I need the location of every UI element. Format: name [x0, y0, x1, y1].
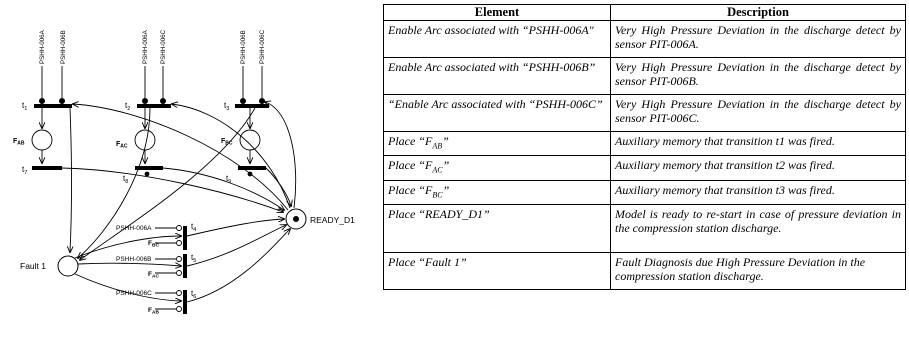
place-fbc [239, 129, 261, 151]
table-row: Place “FBC” Auxiliary memory that transi… [383, 179, 906, 206]
svg-text:t9: t9 [226, 174, 231, 185]
element-cell: Enable Arc associated with “PSHH-006A" [383, 20, 611, 58]
description-cell: Very High Pressure Deviation in the disc… [610, 94, 906, 132]
place-fab [31, 129, 53, 151]
inhibitor-labels: PSHH-006A FBC PSHH-006B FAC PSHH-006C FA… [116, 225, 159, 316]
input-label: PSHH-006C [160, 29, 167, 64]
element-cell: Enable Arc associated with “PSHH-006B” [383, 57, 611, 95]
svg-text:t4: t4 [191, 222, 196, 233]
element-cell: Place “FAC” [383, 155, 611, 181]
transition-labels-top: t1 t2 t3 [22, 101, 229, 112]
description-cell: Auxiliary memory that transition t3 was … [610, 179, 906, 206]
element-cell: “Enable Arc associated with “PSHH-006C” [383, 94, 611, 132]
element-cell: Place “Fault 1” [383, 252, 611, 291]
table-header-row: Element Description [383, 4, 906, 21]
table-row: Enable Arc associated with “PSHH-006A" V… [383, 20, 906, 58]
description-cell: Auxiliary memory that transition t1 was … [610, 130, 906, 157]
place-fac [134, 129, 156, 151]
table-row: Place “FAB” Auxiliary memory that transi… [383, 130, 906, 157]
input-label: PSHH-006B [240, 30, 247, 64]
input-label: PSHH-006B [60, 30, 67, 64]
input-labels: PSHH-006A PSHH-006B PSHH-006A PSHH-006C … [39, 29, 266, 64]
fault-arcs [70, 107, 256, 260]
inhibitor-arcs [155, 227, 176, 310]
table-row: Place “Fault 1” Fault Diagnosis due High… [383, 252, 906, 291]
fault-label: Fault 1 [20, 261, 46, 271]
transition-t7 [32, 166, 62, 170]
svg-text:t7: t7 [22, 165, 27, 176]
svg-text:FBC: FBC [221, 138, 233, 147]
input-arc-dots [39, 98, 265, 104]
transition-t6 [183, 290, 187, 314]
svg-text:t2: t2 [125, 101, 130, 112]
svg-text:t5: t5 [191, 253, 196, 264]
element-cell: Place “FAB” [383, 130, 611, 157]
input-label: PSHH-006C [259, 29, 266, 64]
element-cell: Place “FBC” [383, 179, 611, 206]
transition-t2 [137, 104, 171, 108]
svg-text:FAB: FAB [148, 307, 159, 316]
ready-return-arcs [61, 102, 297, 212]
description-cell: Fault Diagnosis due High Pressure Deviat… [610, 252, 906, 291]
input-arcs [41, 66, 263, 98]
input-label: PSHH-006A [39, 29, 46, 64]
svg-text:PSHH-006A: PSHH-006A [116, 225, 152, 232]
petri-net-diagram: PSHH-006A PSHH-006B PSHH-006A PSHH-006C … [13, 29, 355, 316]
element-cell: Place “READY_D1” [383, 204, 611, 254]
transition-t4 [183, 226, 187, 250]
ready-label: READY_D1 [310, 215, 355, 225]
svg-text:t1: t1 [22, 101, 27, 112]
inhibitor-circles [176, 225, 182, 312]
aux-place-labels: FAB FAC FBC [13, 138, 233, 150]
transition-labels-lower: t7 t8 t9 [22, 165, 231, 185]
table-row: Place “READY_D1” Model is ready to re-st… [383, 204, 906, 254]
description-cell: Model is ready to re-start in case of pr… [610, 204, 906, 254]
element-description-table: Element Description Enable Arc associate… [383, 4, 906, 291]
column-header-description: Description [610, 4, 906, 21]
svg-text:PSHH-006C: PSHH-006C [116, 290, 152, 297]
svg-text:FBC: FBC [148, 240, 159, 249]
input-label: PSHH-006A [142, 29, 149, 64]
svg-text:FAB: FAB [13, 138, 25, 147]
description-cell: Very High Pressure Deviation in the disc… [610, 57, 906, 95]
description-cell: Auxiliary memory that transition t2 was … [610, 155, 906, 181]
transition-t1 [34, 104, 72, 108]
svg-text:t8: t8 [123, 174, 128, 185]
description-cell: Very High Pressure Deviation in the disc… [610, 20, 906, 58]
svg-text:t6: t6 [191, 289, 196, 300]
transition-t3 [235, 104, 269, 108]
transition-t8 [135, 166, 163, 170]
ready-token [293, 216, 299, 222]
table-row: Place “FAC” Auxiliary memory that transi… [383, 155, 906, 181]
place-fault [57, 255, 79, 277]
transition-t5 [183, 254, 187, 278]
aux-arcs [42, 108, 250, 163]
right-to-ready-arcs [186, 219, 290, 303]
transition-labels-right: t4 t5 t6 [191, 222, 196, 300]
svg-text:FAC: FAC [116, 141, 128, 150]
fault-out-arcs [74, 236, 181, 301]
column-header-element: Element [383, 4, 611, 21]
transition-t9 [238, 166, 266, 170]
table-row: Enable Arc associated with “PSHH-006B” V… [383, 57, 906, 95]
svg-text:t3: t3 [224, 101, 229, 112]
svg-text:FAC: FAC [148, 271, 159, 280]
svg-text:PSHH-006B: PSHH-006B [116, 256, 151, 263]
table-row: “Enable Arc associated with “PSHH-006C” … [383, 94, 906, 132]
